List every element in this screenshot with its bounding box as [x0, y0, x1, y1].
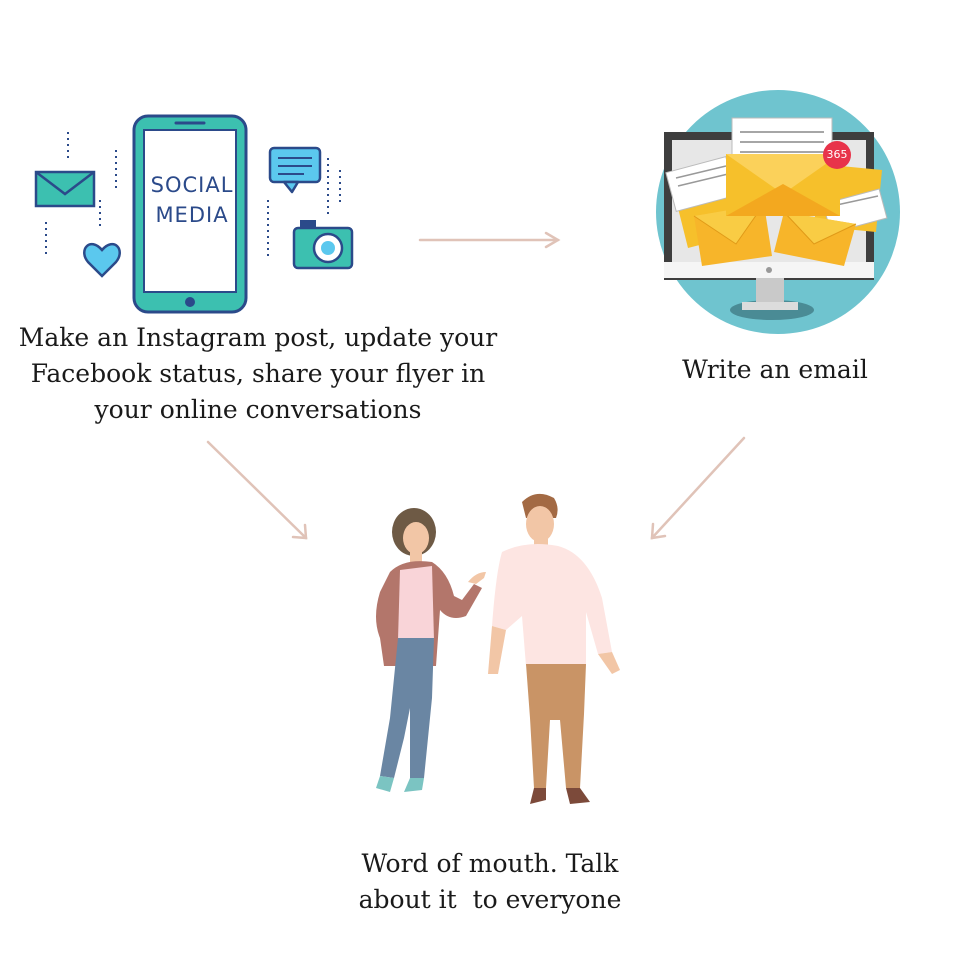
email-count-badge: 365: [826, 148, 848, 161]
arrow-social-to-email: [418, 231, 561, 249]
envelope-stack-icon: [665, 117, 888, 266]
arrow-social-to-word-of-mouth: [206, 440, 308, 540]
phone-text-line-1: SOCIAL: [150, 173, 234, 197]
phone-icon: [132, 114, 248, 314]
man-figure: [488, 493, 620, 804]
phone-screen-text: SOCIAL MEDIA: [146, 170, 238, 230]
social-caption-line-1: Make an Instagram post, update your: [18, 323, 498, 352]
social-media-illustration: [34, 114, 354, 314]
heart-icon: [83, 243, 121, 278]
email-illustration: [656, 90, 900, 334]
social-caption-line-3: your online conversations: [94, 395, 422, 424]
people-talking-illustration: [376, 493, 620, 804]
chat-bubble-icon: [268, 146, 322, 194]
notification-badge-icon: [823, 141, 851, 169]
social-caption-line-2: Facebook status, share your flyer in: [30, 359, 486, 388]
word-of-mouth-caption: Word of mouth. Talk about it to everyone: [330, 846, 650, 918]
envelope-icon: [34, 170, 96, 208]
email-caption: Write an email: [682, 355, 868, 384]
arrow-email-to-word-of-mouth: [650, 436, 746, 540]
word-of-mouth-caption-line-2: about it to everyone: [358, 885, 622, 914]
woman-figure: [376, 508, 486, 792]
word-of-mouth-caption-line-1: Word of mouth. Talk: [361, 849, 619, 878]
phone-text-line-2: MEDIA: [155, 203, 229, 227]
camera-icon: [292, 220, 354, 270]
social-media-caption: Make an Instagram post, update your Face…: [18, 320, 498, 428]
